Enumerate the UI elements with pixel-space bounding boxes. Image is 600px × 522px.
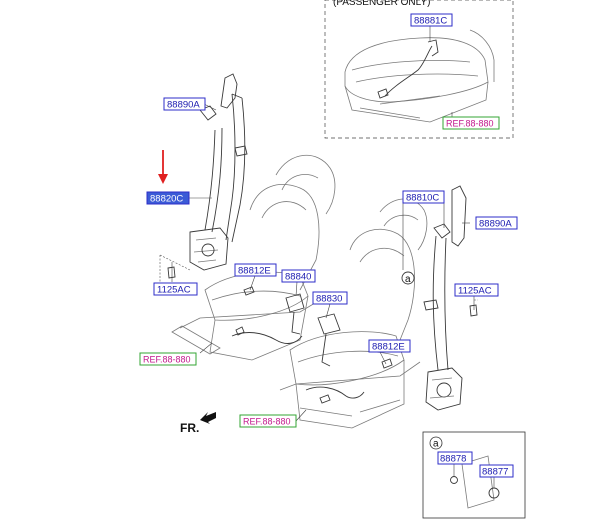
label-88890A-left[interactable]: 88890A <box>163 97 206 111</box>
leader-lines <box>159 103 478 422</box>
label-88878[interactable]: 88878 <box>437 451 473 465</box>
label-88881C[interactable]: 88881C <box>410 13 453 27</box>
svg-text:88890A: 88890A <box>479 219 512 230</box>
inset-title: (PASSENGER ONLY) <box>333 0 430 8</box>
svg-text:88881C: 88881C <box>414 16 447 27</box>
label-88812E-left[interactable]: 88812E <box>234 263 277 277</box>
svg-text:1125AC: 1125AC <box>157 285 191 296</box>
fr-arrow-icon <box>200 412 216 424</box>
label-1125AC-left[interactable]: 1125AC <box>153 282 198 296</box>
label-88820C-selected[interactable]: 88820C <box>146 191 190 205</box>
label-88840[interactable]: 88840 <box>281 269 316 283</box>
svg-text:88890A: 88890A <box>167 100 200 111</box>
svg-text:88810C: 88810C <box>406 193 439 204</box>
label-88810C[interactable]: 88810C <box>402 190 445 204</box>
svg-text:88820C: 88820C <box>150 194 183 205</box>
indicator-arrow <box>158 150 168 184</box>
svg-text:1125AC: 1125AC <box>458 286 492 297</box>
ref-label-left[interactable]: REF.88-880 <box>139 352 197 366</box>
ref-label-bottom[interactable]: REF.88-880 <box>239 414 297 428</box>
left-seat <box>171 154 336 361</box>
right-seat <box>279 198 428 429</box>
label-88877[interactable]: 88877 <box>479 464 514 478</box>
svg-text:REF.88-880: REF.88-880 <box>446 119 494 129</box>
fr-label: FR. <box>180 421 199 435</box>
right-seatbelt-assembly: a <box>401 185 467 411</box>
svg-text:88812E: 88812E <box>238 266 271 277</box>
label-88890A-right[interactable]: 88890A <box>475 216 518 230</box>
svg-text:88878: 88878 <box>440 454 466 465</box>
detail-a-box: a <box>422 431 526 519</box>
svg-text:88877: 88877 <box>482 467 508 478</box>
svg-text:88840: 88840 <box>285 272 311 283</box>
label-88812E-right[interactable]: 88812E <box>368 339 411 353</box>
front-direction-marker: FR. <box>180 412 216 435</box>
svg-text:REF.88-880: REF.88-880 <box>243 417 291 427</box>
label-88830[interactable]: 88830 <box>312 291 348 305</box>
svg-text:88812E: 88812E <box>372 342 405 353</box>
label-1125AC-right[interactable]: 1125AC <box>454 283 499 297</box>
left-seatbelt-assembly <box>189 73 248 271</box>
svg-text:a: a <box>433 439 439 450</box>
svg-text:88830: 88830 <box>316 294 342 305</box>
callout-a: a <box>405 274 411 285</box>
svg-text:REF.88-880: REF.88-880 <box>143 355 191 365</box>
ref-label-top[interactable]: REF.88-880 <box>442 116 500 130</box>
